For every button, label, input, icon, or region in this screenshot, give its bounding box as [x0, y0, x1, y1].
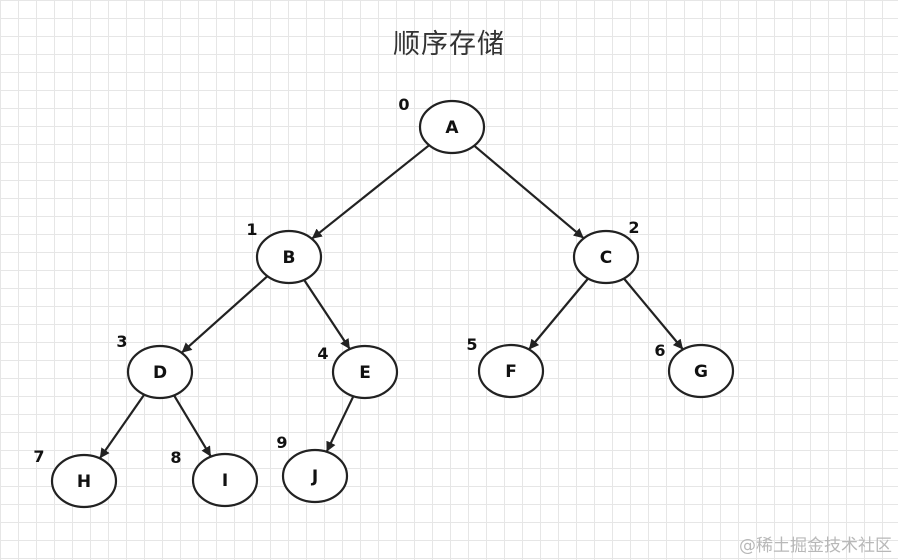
node-ellipse [477, 343, 545, 399]
edge-a-c [473, 144, 585, 240]
tree-node-g: G6 [654, 341, 735, 399]
node-label: B [283, 248, 296, 268]
node-label: I [222, 471, 228, 491]
tree-node-d: D3 [116, 332, 194, 400]
edge-d-h [98, 393, 146, 460]
node-ellipse [255, 229, 323, 285]
edge-e-j [325, 395, 355, 453]
tree-node-a: A0 [398, 95, 486, 155]
tree-node-h: H7 [33, 447, 118, 509]
edge-c-g [623, 277, 684, 351]
tree-node-b: B1 [246, 220, 323, 285]
node-index-label: 9 [276, 433, 287, 452]
edges-layer [98, 144, 684, 460]
node-index-label: 3 [116, 332, 127, 351]
node-label: G [694, 362, 708, 382]
node-ellipse [667, 343, 735, 399]
node-index-label: 6 [654, 341, 665, 360]
watermark: @稀土掘金技术社区 [739, 536, 892, 556]
node-label: H [77, 472, 91, 492]
node-label: D [153, 363, 167, 383]
node-index-label: 4 [317, 344, 328, 363]
node-index-label: 0 [398, 95, 409, 114]
node-index-label: 5 [466, 335, 477, 354]
node-index-label: 7 [33, 447, 44, 466]
diagram-title: 顺序存储 [393, 29, 505, 60]
tree-node-f: F5 [466, 335, 545, 399]
node-ellipse [191, 452, 259, 508]
node-ellipse [126, 344, 194, 400]
node-ellipse [281, 448, 349, 504]
node-index-label: 2 [628, 218, 639, 237]
tree-node-e: E4 [317, 344, 399, 400]
node-label: E [359, 363, 371, 383]
node-ellipse [50, 453, 118, 509]
node-ellipse [418, 99, 486, 155]
node-index-label: 8 [170, 448, 181, 467]
node-ellipse [331, 344, 399, 400]
node-label: J [311, 467, 318, 487]
edge-a-b [311, 144, 430, 240]
edge-b-e [303, 279, 351, 350]
edge-d-i [173, 394, 212, 458]
node-index-label: 1 [246, 220, 257, 239]
node-label: F [505, 362, 517, 382]
node-label: C [600, 248, 612, 268]
tree-node-c: C2 [572, 218, 640, 285]
edge-c-f [528, 277, 589, 351]
node-label: A [445, 118, 459, 138]
tree-node-i: I8 [170, 448, 259, 508]
tree-node-j: J9 [276, 433, 349, 504]
edge-b-d [180, 275, 269, 354]
node-ellipse [572, 229, 640, 285]
